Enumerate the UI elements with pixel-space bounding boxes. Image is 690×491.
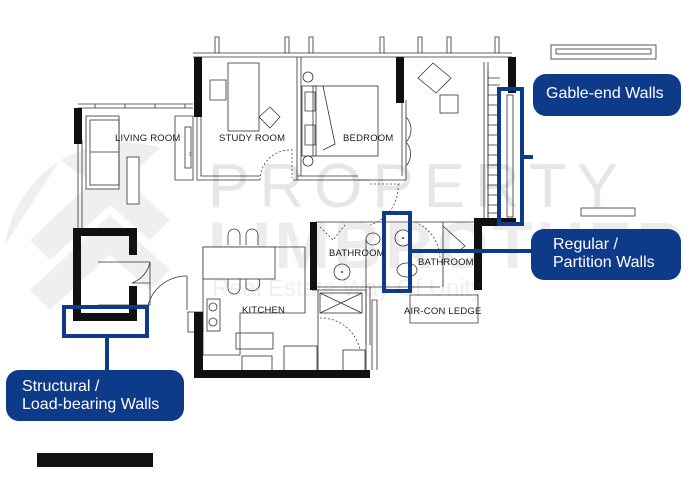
stove-icon xyxy=(206,298,221,332)
door-swing-icon xyxy=(147,275,188,310)
sofa-icon xyxy=(85,115,120,190)
wardrobe-icon xyxy=(487,70,500,218)
callout-gable-end-walls: Gable-end Walls xyxy=(533,74,681,116)
callout-partition-line1: Regular / xyxy=(553,236,618,253)
callout-partition-walls: Regular / Partition Walls xyxy=(531,229,681,280)
legend-swatch-partition xyxy=(580,207,636,217)
coffee-table-icon xyxy=(126,156,140,205)
highlights xyxy=(62,87,533,372)
room-labels: LIVING ROOM STUDY ROOM BEDROOM BATHROOM … xyxy=(115,133,482,317)
toilet-icon xyxy=(396,262,418,278)
callout-structural-line2: Load-bearing Walls xyxy=(22,396,160,413)
callout-structural-line1: Structural / xyxy=(22,378,100,395)
door-swing-icon xyxy=(131,261,151,284)
sink-icon xyxy=(241,355,273,372)
chair-icon xyxy=(209,79,227,101)
tv-console-icon xyxy=(184,126,192,169)
shower-icon xyxy=(319,292,363,314)
door-swing-icon xyxy=(369,183,400,226)
dining-chair-icon xyxy=(227,277,261,295)
watermark: PROPERTY LIMBROTHERS Real Estate Way Of … xyxy=(5,142,690,310)
door-swing-icon xyxy=(259,149,293,181)
chair-icon xyxy=(258,106,281,129)
windows-top xyxy=(78,36,512,109)
dining-chair-icon xyxy=(227,228,259,245)
basin-icon xyxy=(365,232,381,246)
room-label-bathroom-2: BATHROOM xyxy=(418,257,474,268)
legend-swatch-gable xyxy=(550,44,657,60)
legend-swatches xyxy=(550,44,657,217)
doors xyxy=(131,116,441,351)
dining-table-icon xyxy=(202,246,276,280)
room-label-aircon-ledge: AIR-CON LEDGE xyxy=(404,306,482,317)
side-table-icon xyxy=(439,94,459,114)
floor-trap-icon xyxy=(333,263,351,281)
callout-gable-line1: Gable-end Walls xyxy=(546,85,664,102)
tv-label: TV xyxy=(188,151,193,156)
double-door-icon xyxy=(405,116,412,167)
door-swing-icon xyxy=(414,221,441,259)
legend-swatch-structural xyxy=(37,453,153,467)
room-outlines xyxy=(77,57,489,370)
structural-walls xyxy=(37,57,516,467)
room-label-kitchen: KITCHEN xyxy=(242,305,285,316)
bedside-lamp-icon xyxy=(302,71,314,83)
desk-icon xyxy=(227,62,260,132)
room-label-bedroom: BEDROOM xyxy=(343,133,394,144)
room-label-living: LIVING ROOM xyxy=(115,133,181,144)
watermark-line1: PROPERTY xyxy=(208,152,628,221)
bed-icon xyxy=(312,85,379,157)
door-swing-icon xyxy=(319,317,361,351)
room-label-bathroom-1: BATHROOM xyxy=(329,248,385,259)
bedside-lamp-icon xyxy=(302,155,314,167)
armchair-icon xyxy=(417,62,452,94)
room-label-study: STUDY ROOM xyxy=(219,133,285,144)
callout-structural-walls: Structural / Load-bearing Walls xyxy=(6,370,184,421)
callout-partition-line2: Partition Walls xyxy=(553,254,655,271)
furniture: TV xyxy=(85,62,500,372)
